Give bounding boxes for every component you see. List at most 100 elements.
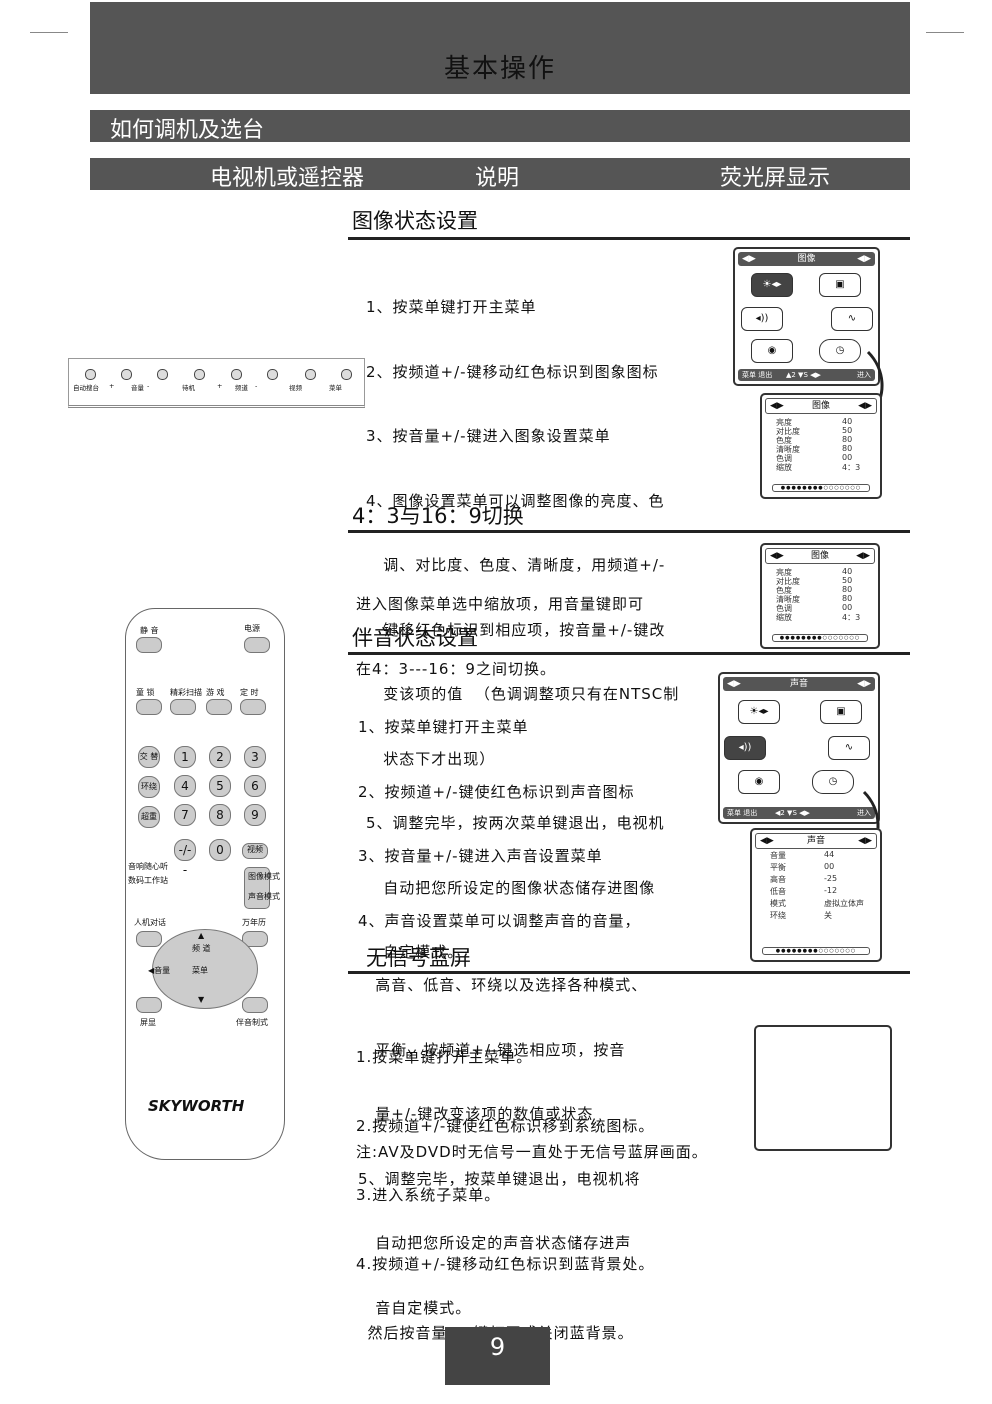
step: 1.按菜单键打开主菜单。 (356, 1048, 533, 1066)
osd-row-value: 80 (842, 444, 853, 453)
number-button[interactable]: 3 (244, 746, 266, 768)
side-button[interactable]: 环绕 (138, 776, 160, 798)
step: 自动把您所设定的图像状态储存进图像 (366, 878, 656, 897)
power-button[interactable] (244, 637, 270, 653)
osd-row-label: 色度 (776, 436, 792, 445)
step: 1、按菜单键打开主菜单 (358, 718, 529, 736)
left-arrow-icon: ◀音量 (148, 966, 171, 975)
number-button[interactable]: 8 (209, 804, 231, 826)
number-button[interactable]: 4 (174, 775, 196, 797)
number-button[interactable]: 6 (244, 775, 266, 797)
panel-button[interactable] (194, 369, 205, 380)
function-button[interactable] (136, 699, 162, 715)
osd-row-value: -25 (824, 874, 838, 883)
divider (348, 652, 910, 655)
number-button[interactable]: 1 (174, 746, 196, 768)
panel-label: 待机 (182, 384, 195, 392)
step: 4.按频道+/-键移动红色标识到蓝背景处。 (356, 1255, 655, 1273)
osd-header: ◀▶图像◀▶ (765, 548, 875, 564)
panel-button[interactable] (341, 369, 352, 380)
osd-row-label: 色调 (776, 454, 792, 463)
osd-row-value: 00 (824, 862, 835, 871)
osd-row-label: 缩放 (776, 613, 792, 622)
number-button[interactable]: 0 (209, 839, 231, 861)
dpad[interactable] (152, 929, 258, 1009)
osd-header: ◀▶声音◀▶ (755, 833, 877, 849)
osd-row-value: 虚拟立体声 (824, 899, 864, 908)
mode-buttons[interactable] (244, 867, 270, 909)
dialog-button[interactable] (136, 931, 162, 947)
osd-row-value: 4：3 (842, 463, 861, 472)
osd-row-value: 40 (842, 417, 853, 426)
osd-footer: 菜单 退出◀2 ▼S ◀▶进入 (723, 807, 875, 819)
brand-logo: SKYWORTH (148, 1097, 245, 1115)
remote-label: 电源 (244, 624, 260, 633)
osd-footer: 菜单 退出▲2 ▼S ◀▶进入 (738, 369, 875, 381)
function-button[interactable] (170, 699, 196, 715)
step: 4、声音设置菜单可以调整声音的音量， (358, 911, 641, 930)
tv-icon: ▣ (819, 273, 861, 297)
number-button[interactable]: 5 (209, 775, 231, 797)
display-button[interactable] (136, 997, 162, 1013)
function-button[interactable] (206, 699, 232, 715)
osd-row-value: 4：3 (842, 613, 861, 622)
osd-row-value: 80 (842, 435, 853, 444)
panel-button[interactable] (121, 369, 132, 380)
panel-button[interactable] (157, 369, 168, 380)
panel-button[interactable] (85, 369, 96, 380)
osd-row-label: 色度 (776, 586, 792, 595)
panel-button[interactable] (305, 369, 316, 380)
side-button[interactable]: 交 替 (138, 746, 160, 768)
step: 1、按菜单键打开主菜单 (366, 298, 537, 316)
calendar-button[interactable] (242, 931, 268, 947)
column-header-bar: 电视机或遥控器 说明 荧光屏显示 (90, 158, 910, 191)
speaker-icon: ◂)) (724, 736, 766, 760)
brightness-icon: ☀◂▸ (751, 273, 793, 297)
step: 5、调整完毕，按两次菜单键退出，电视机 (366, 814, 665, 832)
video-button[interactable]: 视频 (242, 843, 268, 859)
panel-label: 菜单 (329, 384, 342, 392)
osd-row-value: -12 (824, 886, 838, 895)
side-button[interactable]: 超重 (138, 806, 160, 828)
osd-row-label: 亮度 (776, 418, 792, 427)
number-button[interactable]: 7 (174, 804, 196, 826)
panel-label: - (255, 382, 258, 390)
number-button[interactable]: 9 (244, 804, 266, 826)
remote-label: 童 锁 (136, 688, 155, 697)
aspect-text: 进入图像菜单选中缩放项，用音量键即可 在4：3---16：9之间切换。 (356, 551, 644, 702)
sound-format-button[interactable] (242, 997, 268, 1013)
number-button[interactable]: 2 (209, 746, 231, 768)
panel-button[interactable] (267, 369, 278, 380)
step: 高音、低音、环绕以及选择各种模式、 (358, 976, 648, 994)
number-button[interactable]: -/- - (174, 839, 196, 877)
page-title: 基本操作 (443, 54, 556, 84)
step: 3、按音量+/-键进入图象设置菜单 (366, 427, 611, 445)
sound-steps: 1、按菜单键打开主菜单 2、按频道+/-键使红色标识到声音图标 3、按音量+/-… (358, 674, 647, 1341)
down-arrow-icon: ▼ (198, 995, 205, 1004)
osd-row-value: 关 (824, 911, 832, 920)
remote-label: 万年历 (242, 918, 266, 927)
osd-row-label: 清晰度 (776, 445, 800, 454)
panel-button[interactable] (231, 369, 242, 380)
osd-row-label: 对比度 (776, 577, 800, 586)
step: 量+/-键改变该项的数值或状态 (358, 1105, 594, 1123)
progress-dots: ●●●●●●●●○○○○○○○ (762, 947, 870, 955)
osd-header: ◀▶声音◀▶ (723, 677, 875, 691)
osd-row-value: 80 (842, 594, 853, 603)
section-bar: 如何调机及选台 (90, 110, 910, 143)
column-header-description: 说明 (475, 166, 520, 191)
step: 5、调整完毕，按菜单键退出，电视机将 (358, 1169, 641, 1188)
mute-button[interactable] (136, 637, 162, 653)
step: 音自定模式。 (358, 1298, 472, 1317)
osd-row-value: 80 (842, 585, 853, 594)
panel-label: + (109, 382, 115, 390)
remote-label: 游 戏 (206, 688, 225, 697)
aspect-section-title: 4：3与16：9切换 (352, 504, 524, 528)
column-header-device: 电视机或遥控器 (210, 166, 365, 191)
bluescreen-steps: 1.按菜单键打开主菜单。 2.按频道+/-键使红色标识移到系统图标。 3.进入系… (356, 1000, 654, 1368)
function-button[interactable] (240, 699, 266, 715)
osd-row-value: 44 (824, 850, 835, 859)
sound-section-title: 伴音状态设置 (352, 626, 478, 650)
